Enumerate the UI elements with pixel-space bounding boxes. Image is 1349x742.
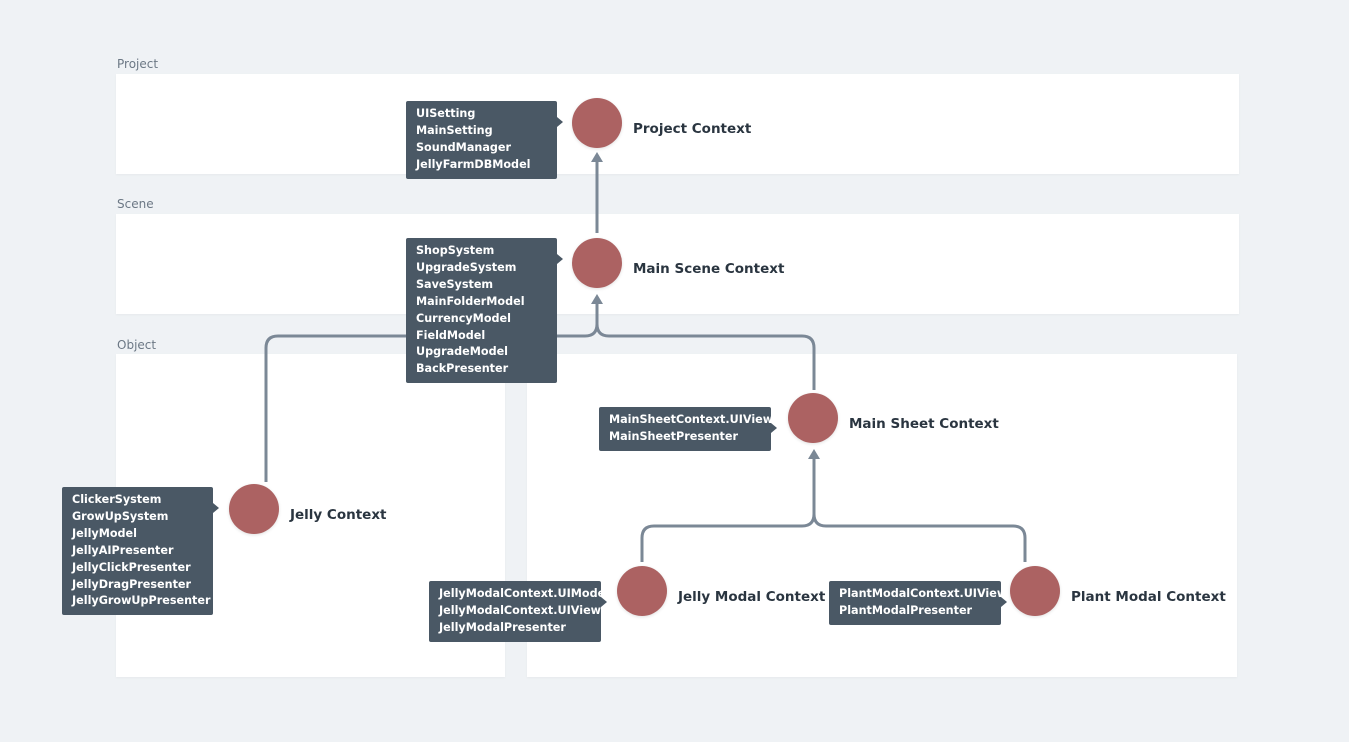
jelly-modal-context-tooltip: JellyModalContext.UIModel JellyModalCont…: [429, 581, 610, 642]
plant-modal-context-label: Plant Modal Context: [1071, 589, 1226, 605]
tooltip-item: PlantModalContext.UIView: [839, 587, 1008, 600]
section-label-object: Object: [117, 338, 157, 352]
tooltip-item: ClickerSystem: [72, 493, 162, 506]
connector-main-sheet-to-main-scene: [595, 323, 816, 390]
tooltip-item: SaveSystem: [416, 277, 494, 291]
connector-plant-modal-to-main-sheet: [812, 513, 1027, 562]
project-panel: [116, 74, 1239, 174]
jelly-modal-context-node[interactable]: [617, 566, 667, 616]
plant-modal-context-tooltip: PlantModalContext.UIView PlantModalPrese…: [829, 581, 1008, 625]
jelly-context-label: Jelly Context: [290, 507, 387, 523]
tooltip-item: PlantModalPresenter: [839, 603, 973, 617]
main-sheet-context-label: Main Sheet Context: [849, 416, 999, 432]
tooltip-item: JellyFarmDBModel: [416, 157, 531, 171]
main-scene-context-label: Main Scene Context: [633, 261, 785, 277]
section-label-scene: Scene: [117, 197, 154, 211]
section-label-project: Project: [117, 57, 159, 71]
tooltip-item: JellyAIPresenter: [72, 543, 174, 557]
arrowhead-main-scene: [591, 294, 603, 304]
tooltip-item: JellyModalContext.UIView: [439, 603, 602, 617]
main-sheet-context-tooltip: MainSheetContext.UIView MainSheetPresent…: [599, 407, 777, 451]
tooltip-item: JellyModalContext.UIModel: [439, 587, 610, 600]
tooltip-item: CurrencyModel: [416, 311, 511, 325]
jelly-context-tooltip: ClickerSystem GrowUpSystem JellyModel Je…: [62, 487, 219, 616]
tooltip-item: MainSetting: [416, 123, 493, 137]
scene-panel: [116, 214, 1239, 314]
tooltip-item: MainSheetContext.UIView: [609, 413, 774, 426]
tooltip-item: JellyClickPresenter: [72, 560, 191, 574]
tooltip-item: UpgradeSystem: [416, 260, 517, 274]
tooltip-item: JellyModel: [72, 526, 137, 540]
tooltip-item: JellyGrowUpPresenter: [72, 594, 211, 608]
main-scene-context-node[interactable]: [572, 238, 622, 288]
tooltip-item: JellyModalPresenter: [439, 620, 566, 634]
project-context-tooltip: UISetting MainSetting SoundManager Jelly…: [406, 101, 563, 179]
tooltip-item: GrowUpSystem: [72, 509, 169, 523]
arrowhead-project: [591, 152, 603, 162]
tooltip-item: BackPresenter: [416, 362, 509, 376]
main-sheet-context-node[interactable]: [788, 393, 838, 443]
connector-jelly-modal-to-main-sheet: [640, 457, 816, 562]
tooltip-item: MainSheetPresenter: [609, 429, 738, 443]
plant-modal-context-node[interactable]: [1010, 566, 1060, 616]
jelly-modal-context-label: Jelly Modal Context: [678, 589, 826, 605]
tooltip-item: UpgradeModel: [416, 345, 509, 359]
tooltip-item: ShopSystem: [416, 244, 495, 257]
project-context-label: Project Context: [633, 121, 752, 137]
tooltip-item: FieldModel: [416, 328, 486, 342]
main-scene-context-tooltip: ShopSystem UpgradeSystem SaveSystem Main…: [406, 238, 563, 384]
tooltip-item: MainFolderModel: [416, 294, 525, 308]
jelly-context-node[interactable]: [229, 484, 279, 534]
tooltip-item: JellyDragPresenter: [72, 577, 192, 591]
tooltip-item: SoundManager: [416, 140, 511, 154]
project-context-node[interactable]: [572, 98, 622, 148]
tooltip-item: UISetting: [416, 107, 476, 120]
arrowhead-main-sheet: [808, 449, 820, 459]
